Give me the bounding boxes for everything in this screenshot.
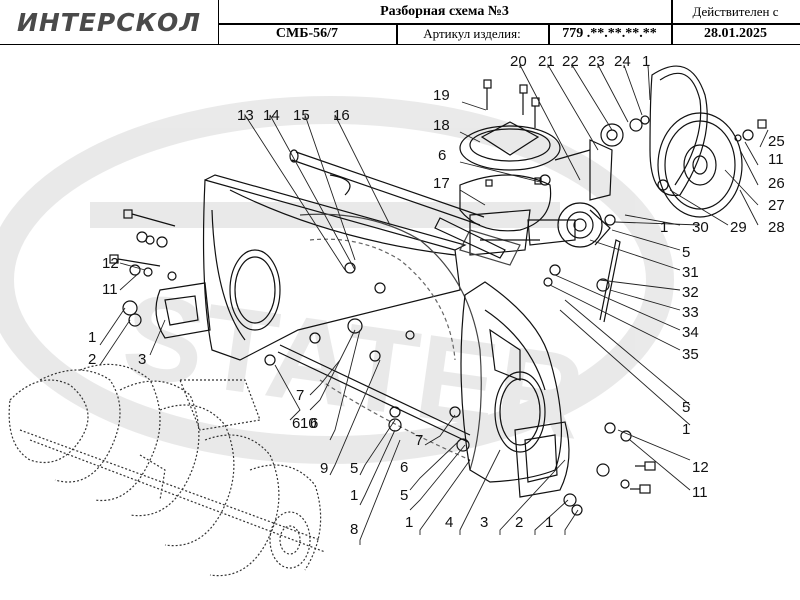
callout-33: 33 — [682, 304, 699, 321]
leader-lines — [99, 63, 769, 545]
valid-from-date: 28.01.2025 — [704, 26, 767, 41]
exploded-diagram: STATER — [0, 53, 785, 577]
parts-drawing — [8, 65, 767, 577]
valid-from-label: Действителен с — [692, 4, 779, 19]
callout-11: 11 — [692, 484, 708, 501]
callout-23: 23 — [588, 53, 605, 70]
callout-4: 4 — [445, 514, 453, 531]
callout-9: 9 — [320, 460, 328, 477]
right-bearing-hole — [494, 371, 546, 453]
callout-1: 1 — [88, 329, 96, 346]
drive-belt — [649, 65, 708, 197]
impeller-shaft — [291, 159, 481, 226]
callout-34: 34 — [682, 324, 699, 341]
callout-21: 21 — [538, 53, 555, 70]
callout-1: 1 — [545, 514, 553, 531]
callout-6: 6 — [310, 415, 318, 432]
callout-18: 18 — [433, 117, 450, 134]
callout-3: 3 — [138, 351, 146, 368]
callout-6: 6 — [400, 459, 408, 476]
title-block: ИНТЕРСКОЛ Разборная схема №3 Действителе… — [0, 0, 800, 45]
callout-1: 1 — [350, 487, 358, 504]
callout-5: 5 — [682, 399, 690, 416]
chute-ring — [459, 125, 561, 171]
housing-right-side — [460, 281, 563, 483]
callout-29: 29 — [730, 219, 747, 236]
callout-15: 15 — [293, 107, 310, 124]
header-divider — [218, 23, 800, 25]
callout-12: 12 — [102, 255, 119, 272]
callout-1: 1 — [682, 421, 690, 438]
callout-17: 17 — [433, 175, 450, 192]
housing-top-edge — [204, 174, 467, 251]
callout-5: 5 — [682, 244, 690, 261]
header-divider — [396, 24, 398, 44]
callout-27: 27 — [768, 197, 785, 214]
left-bearing-hole — [229, 249, 281, 331]
callout-1: 1 — [642, 53, 650, 70]
callout-31: 31 — [682, 264, 699, 281]
drive-pulley — [657, 112, 743, 218]
callout-22: 22 — [562, 53, 579, 70]
callout-6: 6 — [438, 147, 446, 164]
header-divider — [671, 0, 673, 44]
callout-13: 13 — [237, 107, 254, 124]
logo-text: ИНТЕРСКОЛ — [16, 7, 202, 37]
scraper-bar — [279, 344, 471, 436]
callout-20: 20 — [510, 53, 527, 70]
spring — [599, 239, 621, 323]
callout-5: 5 — [400, 487, 408, 504]
skid-right — [514, 421, 570, 498]
callout-26: 26 — [768, 175, 785, 192]
callout-11: 11 — [102, 281, 118, 298]
callout-24: 24 — [614, 53, 631, 70]
auger-assembly — [8, 363, 326, 577]
brand-logo: ИНТЕРСКОЛ — [0, 0, 219, 44]
callout-12: 12 — [692, 459, 709, 476]
callout-7: 7 — [296, 387, 304, 404]
callout-14: 14 — [263, 107, 280, 124]
callout-2: 2 — [515, 514, 523, 531]
callout-1: 1 — [405, 514, 413, 531]
callout-30: 30 — [692, 219, 709, 236]
document-title: Разборная схема №3 — [380, 4, 509, 19]
callout-16: 16 — [333, 107, 350, 124]
callout-19: 19 — [433, 87, 450, 104]
callout-8: 8 — [350, 521, 358, 538]
article-value: 779 .**.**.**.** — [562, 26, 657, 41]
callout-2: 2 — [88, 351, 96, 368]
callout-5: 5 — [350, 460, 358, 477]
callouts: 19 18 6 17 20 21 22 23 24 1 25 11 26 27 … — [88, 53, 785, 538]
chute-base — [459, 174, 552, 232]
callout-6: 6 — [292, 415, 300, 432]
callout-1: 1 — [660, 219, 668, 236]
header-divider — [548, 24, 550, 44]
skid-left — [155, 282, 211, 339]
idler-pulley — [600, 123, 624, 147]
article-label: Артикул изделия: — [423, 26, 521, 41]
callout-35: 35 — [682, 346, 699, 363]
fasteners — [122, 174, 669, 516]
callout-32: 32 — [682, 284, 699, 301]
callout-3: 3 — [480, 514, 488, 531]
tensioner-bracket — [589, 139, 613, 201]
callout-7: 7 — [415, 432, 423, 449]
callout-25: 25 — [768, 133, 785, 150]
callout-11: 11 — [768, 151, 784, 168]
gearbox-flange — [557, 202, 603, 248]
model-name: СМБ-56/7 — [275, 26, 339, 41]
housing-left-side — [202, 179, 461, 361]
callout-10: 10 — [300, 415, 317, 432]
callout-28: 28 — [768, 219, 785, 236]
